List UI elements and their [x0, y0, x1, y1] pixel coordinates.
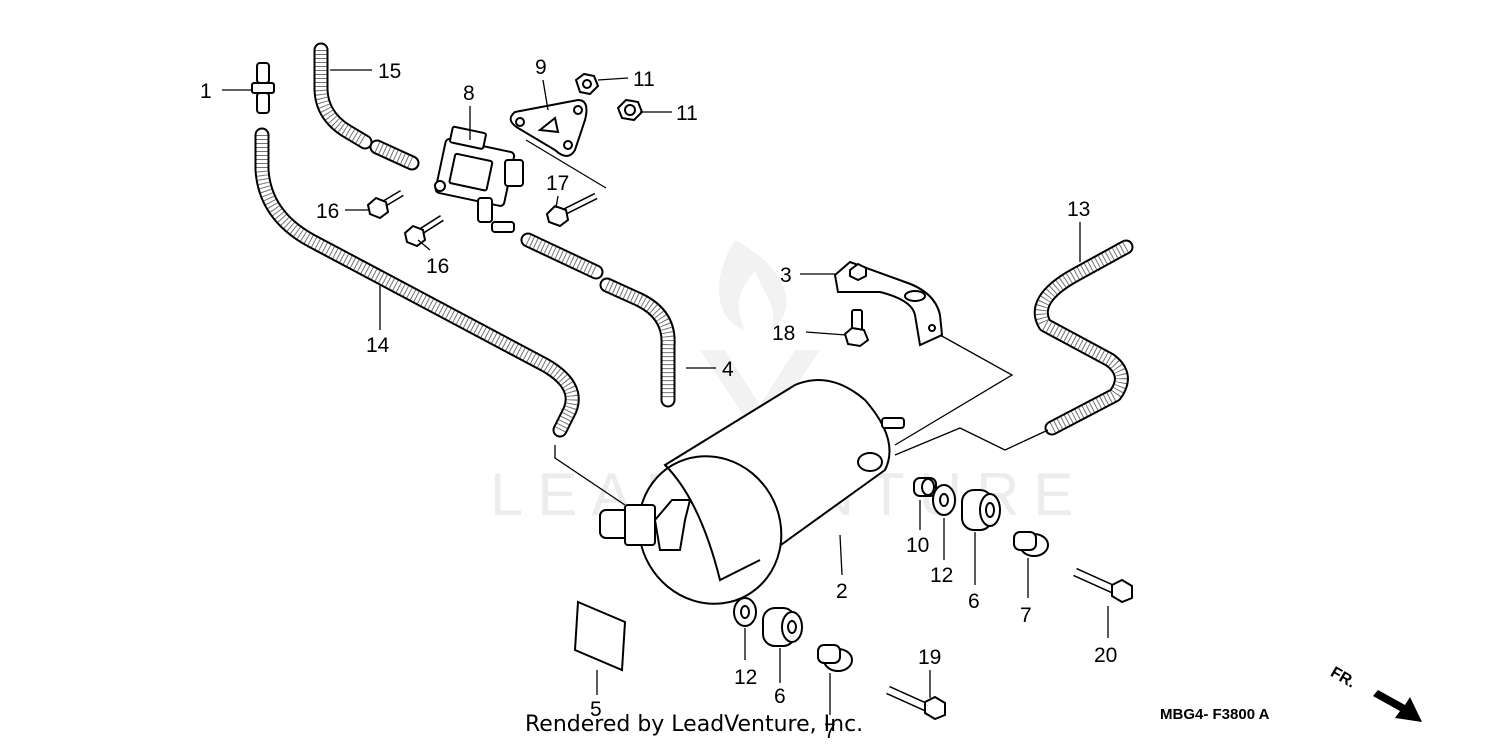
- part-18-bolt[interactable]: [843, 309, 870, 348]
- callout-6-left: 6: [774, 685, 786, 708]
- part-20-bolt[interactable]: [1073, 567, 1133, 604]
- hose-13[interactable]: [1033, 239, 1134, 436]
- callout-16-upper: 16: [316, 200, 339, 223]
- callout-7-left: 7: [824, 720, 836, 743]
- part-5-pad[interactable]: [573, 600, 627, 672]
- part-3-bracket[interactable]: [833, 260, 944, 347]
- part-12-washer-left[interactable]: [733, 597, 757, 627]
- part-2-canister[interactable]: [599, 379, 905, 630]
- callout-11-upper: 11: [633, 68, 655, 91]
- part-12-washer-right[interactable]: [932, 484, 956, 516]
- hose-14[interactable]: [254, 127, 580, 438]
- callout-20: 20: [1094, 644, 1117, 667]
- callout-14: 14: [366, 334, 390, 357]
- hose-4[interactable]: [520, 232, 676, 408]
- callout-3: 3: [780, 264, 792, 287]
- drawing-code: MBG4- F3800 A: [1160, 706, 1270, 723]
- callout-1: 1: [200, 80, 212, 103]
- rendered-by-footer: Rendered by LeadVenture, Inc.: [525, 712, 864, 737]
- part-7-collar-left[interactable]: [817, 644, 853, 672]
- part-8-solenoid-valve[interactable]: [434, 125, 524, 233]
- part-6-grommet-right[interactable]: [961, 489, 1001, 531]
- callout-13: 13: [1067, 198, 1090, 221]
- callout-18: 18: [772, 322, 795, 345]
- callout-10: 10: [906, 534, 929, 557]
- hose-15[interactable]: [313, 42, 420, 171]
- callout-11-lower: 11: [676, 102, 698, 125]
- part-10-collar[interactable]: [913, 477, 937, 497]
- part-1-fitting[interactable]: [251, 62, 275, 114]
- part-6-grommet-left[interactable]: [762, 607, 803, 647]
- callout-8: 8: [463, 82, 475, 105]
- part-16-bolt-upper[interactable]: [366, 189, 404, 220]
- callout-17: 17: [546, 172, 569, 195]
- part-7-collar-right[interactable]: [1013, 531, 1049, 557]
- callout-16-lower: 16: [426, 255, 449, 278]
- callout-12-right: 12: [930, 564, 953, 587]
- part-9-bracket[interactable]: [509, 98, 588, 157]
- part-19-bolt[interactable]: [886, 685, 946, 721]
- callout-2: 2: [836, 580, 848, 603]
- callout-12-left: 12: [734, 666, 757, 689]
- callout-19: 19: [918, 646, 941, 669]
- part-11-nut-upper[interactable]: [574, 72, 600, 96]
- callout-4: 4: [722, 358, 734, 381]
- callout-7-right: 7: [1020, 604, 1032, 627]
- callout-6-right: 6: [968, 590, 980, 613]
- leader-lines: [222, 69, 1109, 715]
- part-16-bolt-lower[interactable]: [403, 215, 444, 248]
- callout-15: 15: [378, 60, 401, 83]
- front-direction-arrow-icon: [1373, 690, 1422, 722]
- callouts: 1 2 3 4 5 6 6 7 7 8 9 10 11 11 12 12 13 …: [200, 56, 1117, 743]
- part-11-nut-lower[interactable]: [616, 98, 644, 122]
- callout-5: 5: [590, 698, 602, 721]
- part-17-bolt[interactable]: [545, 192, 598, 228]
- callout-9: 9: [535, 56, 547, 79]
